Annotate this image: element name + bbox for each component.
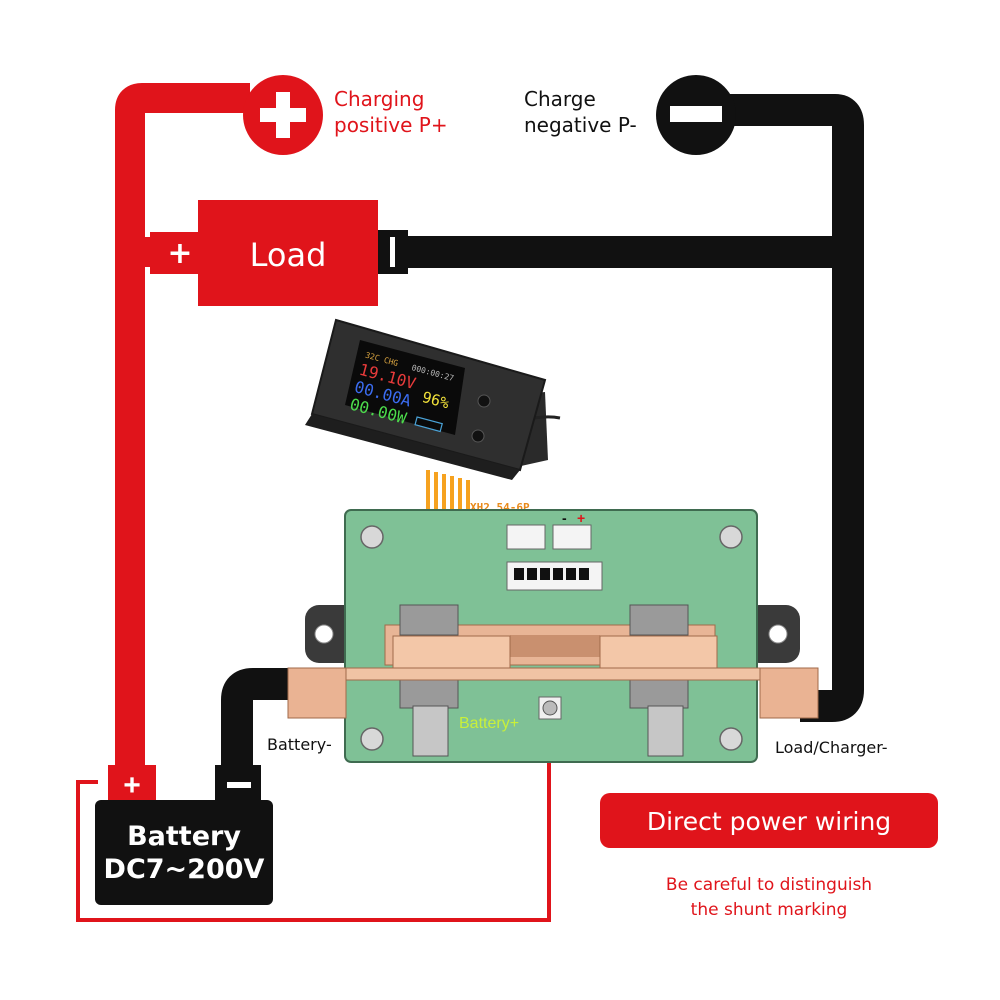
board-ear-left-hole xyxy=(314,624,334,644)
screw-icon xyxy=(542,700,558,716)
screw-icon xyxy=(719,525,743,549)
charging-positive-terminal: Charging positive P+ xyxy=(243,75,448,155)
load-body xyxy=(198,200,378,306)
connector-2pin-left xyxy=(506,524,546,550)
bolt-nut-left xyxy=(399,679,459,709)
charging-positive-label-line2: positive P+ xyxy=(334,113,448,137)
load-box: + Load xyxy=(150,200,408,306)
load-label: Load xyxy=(250,236,327,274)
connector-plus-label: + xyxy=(577,510,585,526)
meter-screen xyxy=(345,340,465,435)
bolt-stud-right xyxy=(647,705,684,757)
meter-button-2 xyxy=(471,429,485,443)
charge-negative-terminal: Charge negative P- xyxy=(524,75,736,155)
battery-plus-post xyxy=(108,765,156,803)
red-positive-wire xyxy=(115,83,250,790)
direct-power-wiring-text: Direct power wiring xyxy=(647,807,891,836)
load-minus-mark xyxy=(390,237,395,267)
shunt-board: - + Battery+ xyxy=(287,509,819,763)
black-charge-negative-wire xyxy=(730,94,864,722)
meter-battery-icon xyxy=(414,416,443,433)
wires xyxy=(76,83,864,922)
busbar-strip xyxy=(287,667,769,681)
badge-background xyxy=(600,793,938,848)
direct-power-wiring-badge: Direct power wiring xyxy=(600,793,938,848)
battery-voltage-label: DC7~200V xyxy=(104,854,265,885)
connector-minus-label: - xyxy=(562,510,567,526)
caution-line1: Be careful to distinguish xyxy=(666,875,872,895)
bolt-top-left xyxy=(399,604,459,636)
board-screws xyxy=(360,525,743,751)
shunt-resistive-strip xyxy=(510,635,600,657)
battery-body xyxy=(95,800,273,905)
shunt-terminal-left xyxy=(392,635,511,669)
meter-device: 32C CHG 000:00:27 19.10V 00.00A 00.00W 9… xyxy=(305,318,562,568)
meter-bottom-edge xyxy=(305,414,520,480)
bolt-nut-right xyxy=(629,679,689,709)
black-battery-negative-wire xyxy=(221,668,300,780)
battery-minus-side-label: Battery- xyxy=(267,735,332,754)
screw-icon xyxy=(719,727,743,751)
load-charger-minus-label: Load/Charger- xyxy=(775,738,888,757)
board-ear-right-hole xyxy=(768,624,788,644)
load-charger-minus-lug xyxy=(759,667,819,719)
connector-2pin-right xyxy=(552,524,592,550)
battery: + Battery DC7~200V xyxy=(95,765,273,905)
charge-negative-label-line1: Charge xyxy=(524,87,596,111)
plus-icon-horizontal xyxy=(260,108,306,122)
screw-icon xyxy=(360,525,384,549)
charging-positive-label-line1: Charging xyxy=(334,87,424,111)
minus-icon-bar xyxy=(670,106,722,122)
battery-plus-label: Battery+ xyxy=(459,715,519,732)
shunt-terminal-right xyxy=(599,635,718,669)
thin-red-sense-wire xyxy=(76,715,551,922)
battery-minus-lug xyxy=(287,667,347,719)
bolt-stud-left xyxy=(412,705,449,757)
battery-minus-sign xyxy=(227,782,251,788)
caution-line2: the shunt marking xyxy=(691,900,848,920)
bolt-top-right xyxy=(629,604,689,636)
meter-button-1 xyxy=(477,394,491,408)
battery-label: Battery xyxy=(127,821,241,852)
charge-negative-label-line2: negative P- xyxy=(524,113,637,137)
load-plus-label: + xyxy=(167,236,192,271)
battery-plus-sign: + xyxy=(123,769,141,802)
screw-icon xyxy=(360,727,384,751)
connector-6pin-pins xyxy=(514,568,589,580)
